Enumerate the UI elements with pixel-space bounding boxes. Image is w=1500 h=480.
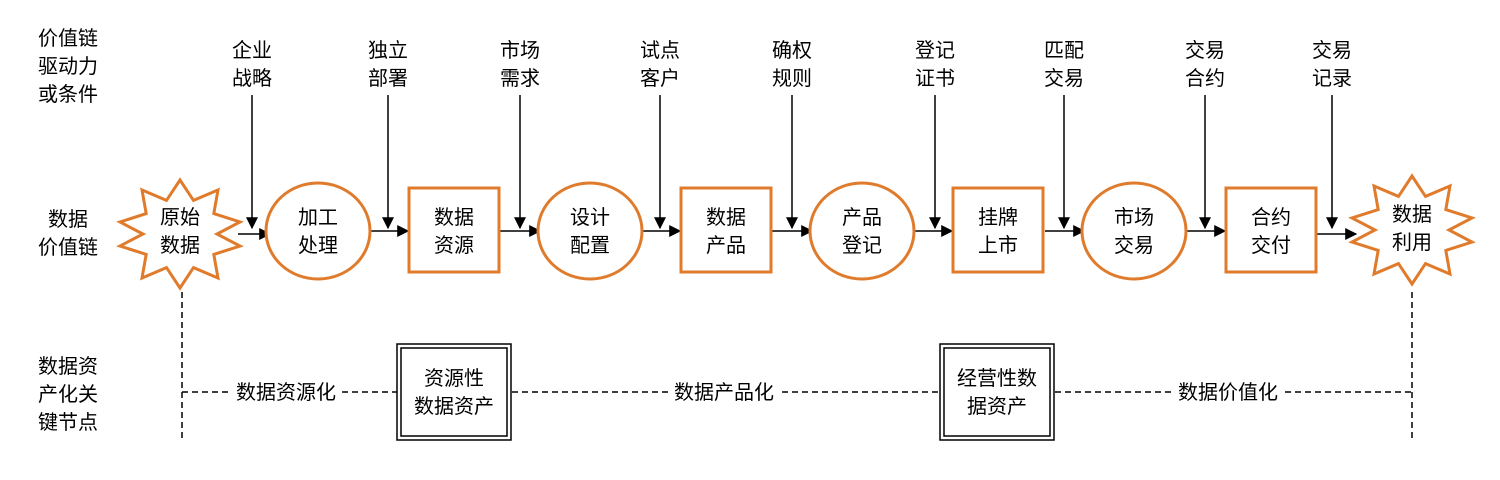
driver-label: 交易 合约 <box>1185 38 1225 90</box>
asset-label: 资源性 数据资产 <box>414 366 494 418</box>
node-star-data-use <box>1348 173 1476 287</box>
asset-label: 经营性数 据资产 <box>957 366 1037 418</box>
node-label: 挂牌 上市 <box>978 205 1018 257</box>
segment-label: 数据价值化 <box>1172 378 1284 406</box>
driver-label: 企业 战略 <box>232 38 272 90</box>
node-ellipse-design <box>536 181 644 281</box>
node-label: 产品 登记 <box>842 205 882 257</box>
asset-box-outer <box>939 343 1055 441</box>
node-ellipse-registration <box>808 181 916 281</box>
driver-label: 独立 部署 <box>368 38 408 90</box>
asset-box-inner <box>943 347 1051 437</box>
asset-box-inner <box>400 347 508 437</box>
node-label: 市场 交易 <box>1114 205 1154 257</box>
node-label: 数据 资源 <box>434 205 474 257</box>
driver-label: 交易 记录 <box>1312 38 1352 90</box>
node-rect-data-product <box>679 186 773 274</box>
asset-box-outer <box>396 343 512 441</box>
node-label: 设计 配置 <box>570 205 610 257</box>
node-rect-data-resource <box>407 186 501 274</box>
row-label-drivers: 价值链 驱动力 或条件 <box>38 26 98 106</box>
driver-label: 确权 规则 <box>772 38 812 90</box>
milestone-boxes <box>396 343 1055 441</box>
chain-nodes <box>116 173 1476 291</box>
node-label: 数据 利用 <box>1392 202 1432 254</box>
segment-label: 数据产品化 <box>668 378 780 406</box>
node-rect-listing <box>951 186 1045 274</box>
driver-label: 匹配 交易 <box>1044 38 1084 90</box>
node-label: 原始 数据 <box>160 205 200 257</box>
driver-label: 市场 需求 <box>500 38 540 90</box>
segment-label: 数据资源化 <box>230 378 342 406</box>
driver-label: 登记 证书 <box>915 38 955 90</box>
node-ellipse-market-trade <box>1080 181 1188 281</box>
node-label: 数据 产品 <box>706 205 746 257</box>
chain-arrows <box>238 225 1358 240</box>
node-rect-delivery <box>1224 186 1318 274</box>
node-label: 合约 交付 <box>1251 205 1291 257</box>
node-star-raw-data <box>116 177 244 291</box>
driver-arrows <box>246 95 1338 230</box>
driver-label: 试点 客户 <box>640 38 680 90</box>
milestone-lines <box>181 292 1413 440</box>
node-label: 加工 处理 <box>298 205 338 257</box>
row-label-chain: 数据 价值链 <box>38 207 98 259</box>
row-label-milestones: 数据资 产化关 键节点 <box>38 354 98 434</box>
node-ellipse-processing <box>264 181 372 281</box>
